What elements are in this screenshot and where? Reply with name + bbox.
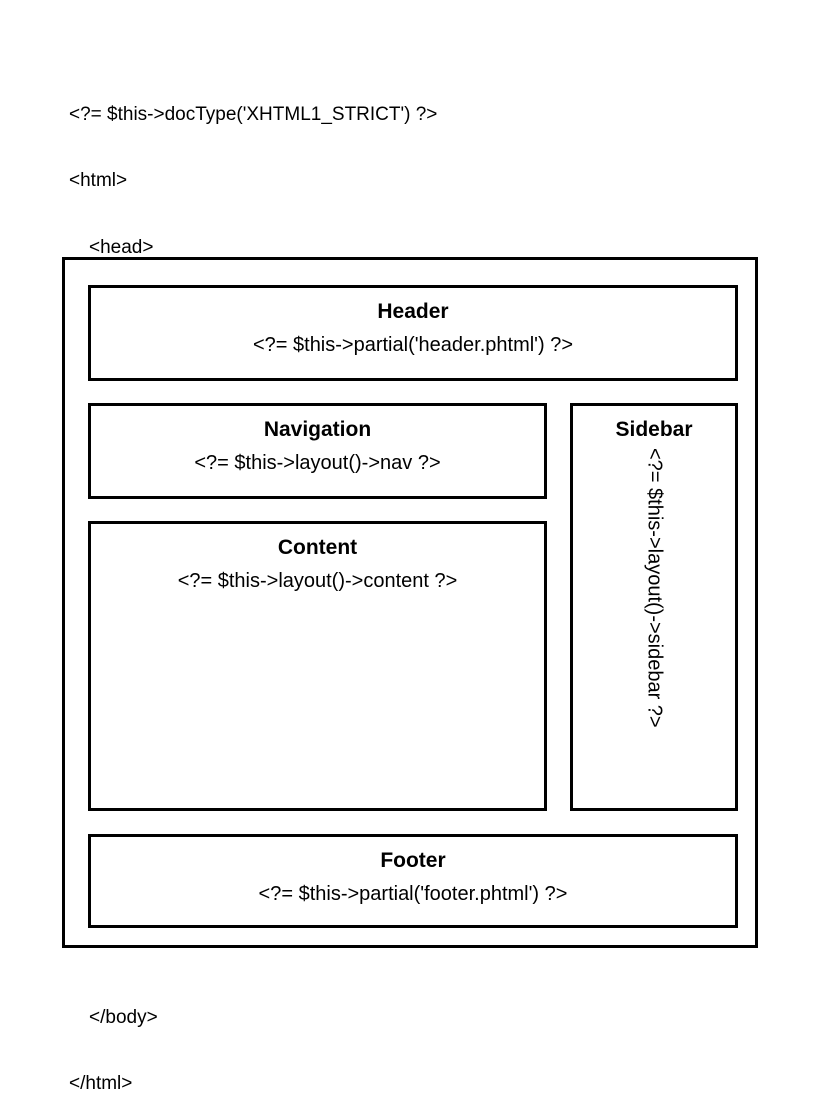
- region-code-navigation: <?= $this->layout()->nav ?>: [194, 452, 441, 474]
- code-line: </html>: [69, 1073, 133, 1095]
- region-code-header: <?= $this->partial('header.phtml') ?>: [252, 334, 574, 356]
- region-code-content: <?= $this->layout()->content ?>: [177, 570, 458, 592]
- code-line: <html>: [69, 170, 128, 192]
- code-line: </body>: [89, 1006, 158, 1028]
- region-title-navigation: Navigation: [263, 418, 372, 441]
- region-box-content: Content <?= $this->layout()->content ?>: [88, 521, 547, 811]
- region-box-sidebar: Sidebar <?= $this->layout()->sidebar ?>: [570, 403, 738, 811]
- region-code-sidebar: <?= $this->layout()->sidebar ?>: [643, 448, 666, 728]
- layout-diagram-body-box: Header <?= $this->partial('header.phtml'…: [62, 257, 758, 948]
- region-box-header: Header <?= $this->partial('header.phtml'…: [88, 285, 738, 381]
- code-line: <head>: [89, 237, 154, 259]
- region-box-footer: Footer <?= $this->partial('footer.phtml'…: [88, 834, 738, 928]
- region-title-content: Content: [277, 536, 358, 559]
- code-listing-bottom: </body> </html>: [69, 962, 158, 1118]
- code-line: <?= $this->docType('XHTML1_STRICT') ?>: [69, 103, 438, 125]
- region-title-sidebar: Sidebar: [615, 418, 693, 441]
- region-box-navigation: Navigation <?= $this->layout()->nav ?>: [88, 403, 547, 499]
- region-title-footer: Footer: [380, 849, 446, 872]
- region-title-header: Header: [377, 300, 449, 323]
- region-code-footer: <?= $this->partial('footer.phtml') ?>: [258, 883, 568, 905]
